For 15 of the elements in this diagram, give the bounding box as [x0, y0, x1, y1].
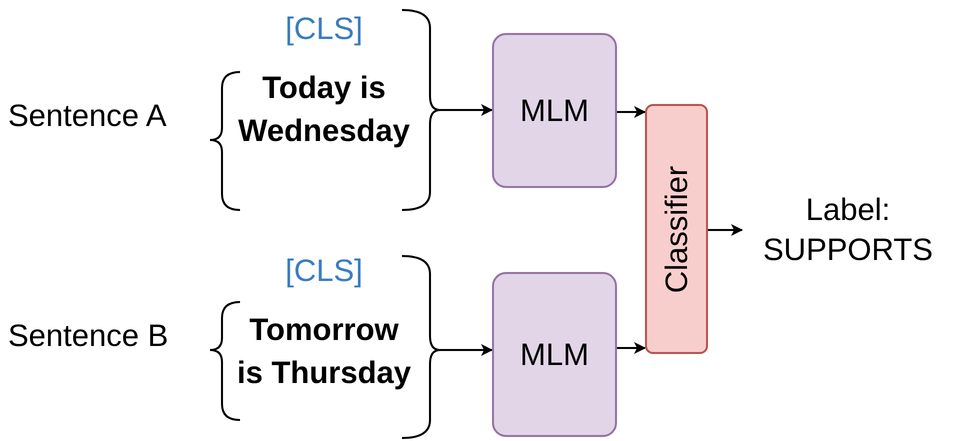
classifier-box: Classifier	[645, 104, 708, 354]
arrow	[708, 224, 743, 236]
sentence-text: Today is Wednesday	[237, 69, 411, 150]
arrow	[617, 342, 646, 354]
sentence-label: Sentence A	[8, 97, 167, 135]
arrow	[440, 104, 493, 116]
model-box: MLM	[492, 33, 617, 188]
sentence-text: Tomorrow is Thursday	[236, 311, 412, 392]
output-text: Label: SUPPORTS	[742, 188, 954, 272]
token-text: [CLS]	[285, 10, 363, 48]
sentence-label: Sentence B	[8, 317, 168, 355]
token-text: [CLS]	[285, 252, 363, 290]
arrow	[617, 106, 646, 118]
arrow	[440, 344, 493, 356]
model-box: MLM	[492, 272, 617, 437]
